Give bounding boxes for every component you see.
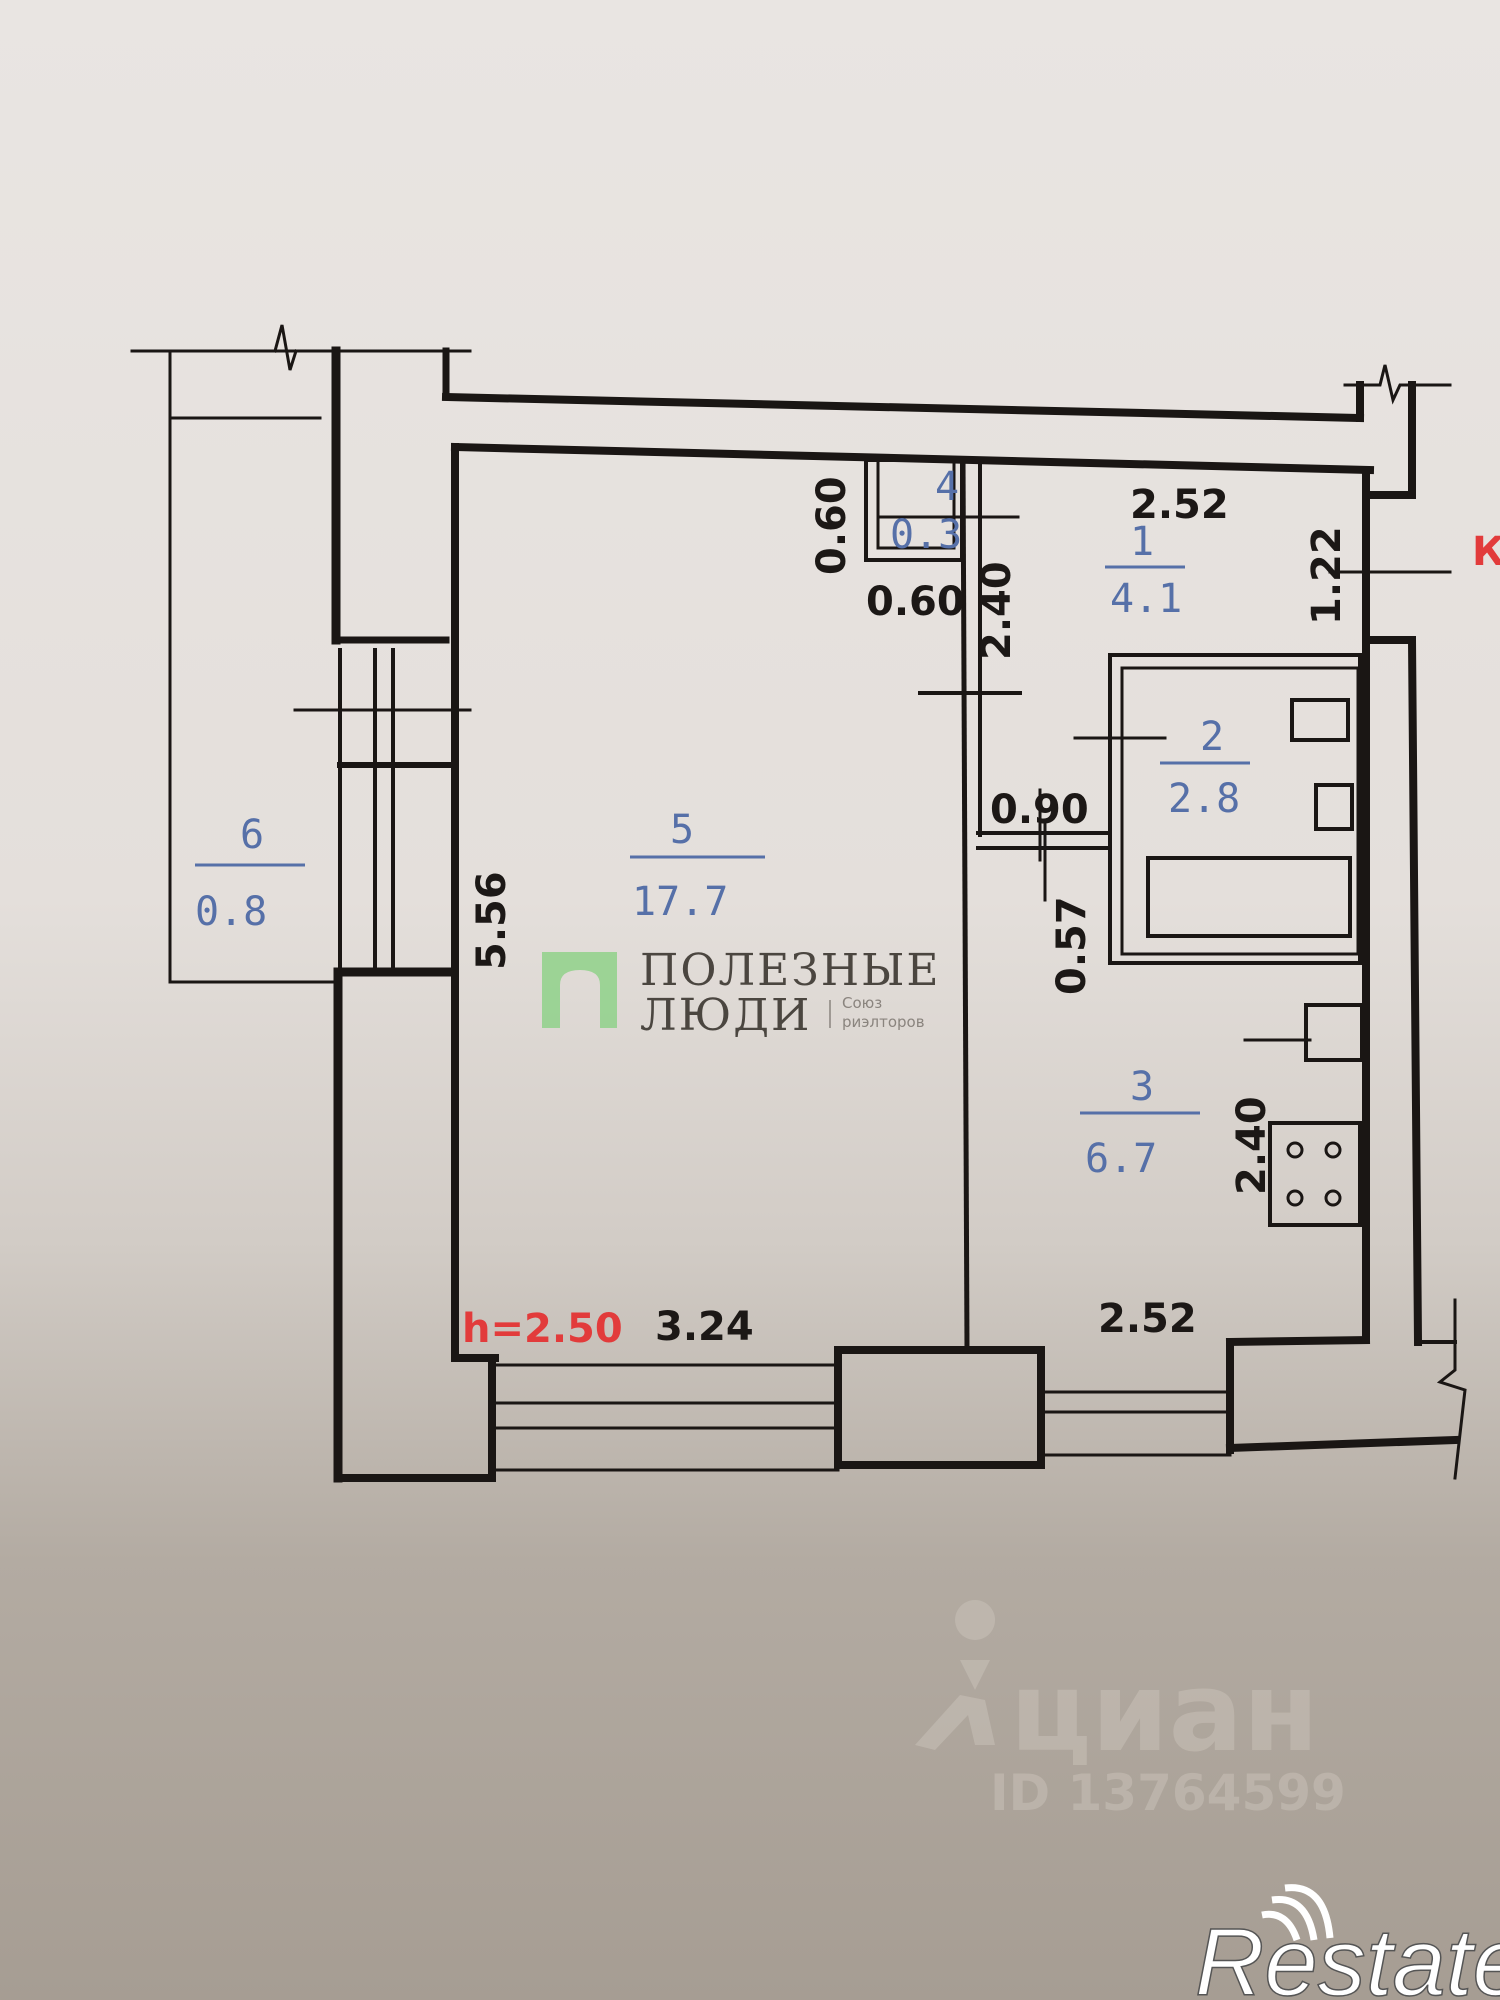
svg-text:1: 1 <box>1130 519 1154 565</box>
room-label-4: 4 0.3 <box>890 464 962 558</box>
dim-closet-height: 0.60 <box>809 476 855 575</box>
dim-hall-bottom: 0.90 <box>990 787 1089 833</box>
svg-text:17.7: 17.7 <box>632 879 728 925</box>
bathtub-icon <box>1146 856 1352 938</box>
kitchen-3 <box>1243 1003 1364 1227</box>
dim-room5-length: 5.56 <box>469 871 515 970</box>
svg-text:0.3: 0.3 <box>890 512 962 558</box>
wall-bottom <box>334 1335 1460 1482</box>
cian-watermark: циан ID 13764599 <box>915 1599 1346 1822</box>
svg-text:риэлторов: риэлторов <box>842 1013 925 1031</box>
agency-logo: ПОЛЕЗНЫЕ ЛЮДИ Союз риэлторов <box>542 945 940 1041</box>
sink-icon <box>1290 698 1350 742</box>
svg-text:2: 2 <box>1200 714 1224 760</box>
dim-room5-width: 3.24 <box>655 1304 754 1350</box>
location-pin-icon <box>955 1599 996 1690</box>
closet-4 <box>864 458 1020 562</box>
room-label-2: 2 2.8 <box>1160 714 1250 822</box>
svg-text:Союз: Союз <box>842 994 882 1012</box>
dim-entry-width: 1.22 <box>1304 526 1350 625</box>
svg-text:ID 13764599: ID 13764599 <box>990 1764 1346 1822</box>
hall-walls <box>918 458 1112 902</box>
restate-logo: Restate <box>1194 1884 1500 2000</box>
svg-text:2.8: 2.8 <box>1168 776 1240 822</box>
svg-text:ЛЮДИ: ЛЮДИ <box>640 990 811 1041</box>
stove-icon <box>1268 1121 1362 1227</box>
svg-text:6: 6 <box>240 812 264 858</box>
dim-hall-length: 2.40 <box>974 561 1020 660</box>
room-label-1: 1 4.1 <box>1105 519 1185 622</box>
room-label-5: 5 17.7 <box>630 807 765 925</box>
ceiling-height: h=2.50 <box>462 1306 623 1352</box>
dim-passage: 0.57 <box>1049 896 1095 995</box>
svg-text:3: 3 <box>1130 1064 1154 1110</box>
toilet-icon <box>1314 783 1354 831</box>
wall-right <box>1328 466 1467 1480</box>
balcony-outline <box>130 324 472 984</box>
bathroom-2 <box>1073 653 1362 965</box>
dim-closet-width: 0.60 <box>866 579 965 625</box>
svg-text:Restate: Restate <box>1195 1909 1500 2000</box>
room-label-3: 3 6.7 <box>1080 1064 1200 1182</box>
dim-hall-width: 2.52 <box>1130 482 1229 528</box>
svg-text:6.7: 6.7 <box>1085 1136 1157 1182</box>
svg-text:4: 4 <box>935 464 959 510</box>
dim-kitchen-length: 2.40 <box>1229 1096 1275 1195</box>
svg-text:ПОЛЕЗНЫЕ: ПОЛЕЗНЫЕ <box>640 945 940 996</box>
svg-text:циан: циан <box>1010 1648 1319 1776</box>
dim-kitchen-width: 2.52 <box>1098 1296 1197 1342</box>
room-5-walls <box>451 443 970 1362</box>
room-label-6: 6 0.8 <box>195 812 305 935</box>
svg-text:4.1: 4.1 <box>1110 576 1182 622</box>
svg-text:5: 5 <box>670 807 694 853</box>
svg-text:0.8: 0.8 <box>195 889 267 935</box>
wall-left <box>293 346 472 1483</box>
entry-mark: К <box>1472 529 1500 575</box>
sink-icon <box>1304 1003 1364 1062</box>
